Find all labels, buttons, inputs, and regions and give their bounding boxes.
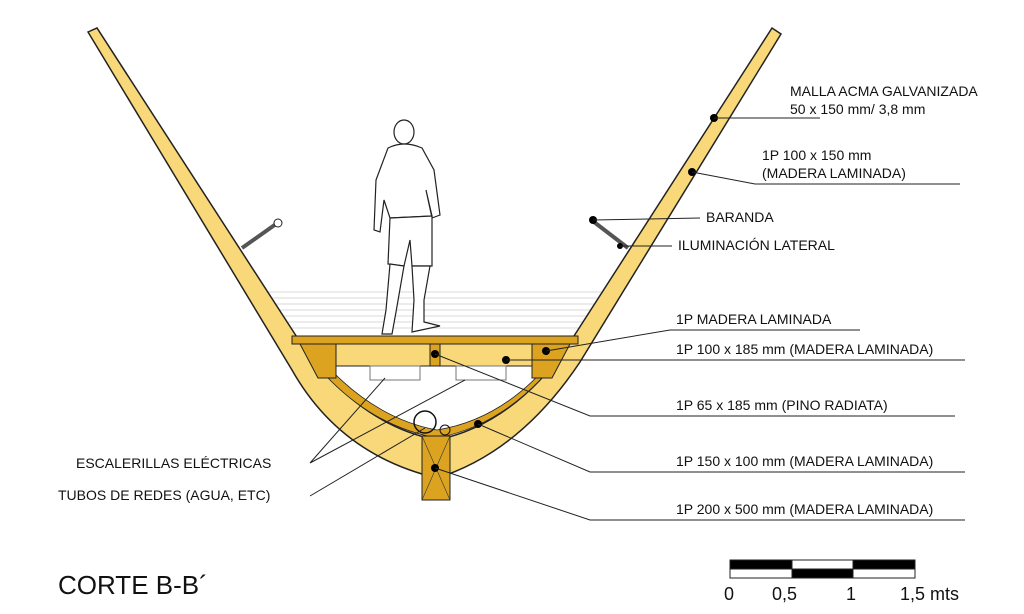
label-malla-spec: 50 x 150 mm/ 3,8 mm [790, 101, 925, 117]
label-iluminacion: ILUMINACIÓN LATERAL [678, 237, 835, 253]
leader-lines [309, 117, 965, 521]
label-baranda: BARANDA [706, 209, 774, 225]
label-piso: 1P MADERA LAMINADA [676, 311, 832, 327]
label-viga: 1P 100 x 150 mm [762, 147, 871, 163]
railing-right [592, 220, 630, 250]
callout-dots [431, 114, 718, 472]
scale-tick-05: 0,5 [772, 584, 797, 604]
label-150x100: 1P 150 x 100 mm (MADERA LAMINADA) [676, 453, 933, 469]
label-escalerillas: ESCALERILLAS ELÉCTRICAS [76, 455, 271, 471]
label-100x185: 1P 100 x 185 mm (MADERA LAMINADA) [676, 341, 933, 357]
label-65x185: 1P 65 x 185 mm (PINO RADIATA) [676, 397, 888, 413]
label-200x500: 1P 200 x 500 mm (MADERA LAMINADA) [676, 501, 933, 517]
scale-tick-1: 1 [846, 584, 856, 604]
pipe-small [439, 424, 451, 436]
railing-mesh [262, 291, 608, 329]
corner-block-left [299, 343, 337, 379]
label-tubos: TUBOS DE REDES (AGUA, ETC) [58, 487, 270, 503]
deck-floor [291, 335, 579, 345]
pipe-large [413, 410, 437, 434]
railing-left [240, 222, 278, 250]
cable-tray-left [369, 365, 421, 381]
label-viga-material: (MADERA LAMINADA) [762, 165, 906, 181]
scale-bar [729, 559, 916, 579]
drawing-title: CORTE B-B´ [58, 570, 208, 600]
scale-tick-0: 0 [724, 584, 734, 604]
person-figure [373, 119, 441, 335]
cable-tray-right [455, 365, 507, 381]
corner-block-right [531, 343, 571, 379]
scale-tick-15: 1,5 mts [900, 584, 959, 604]
label-malla: MALLA ACMA GALVANIZADA [790, 83, 978, 99]
